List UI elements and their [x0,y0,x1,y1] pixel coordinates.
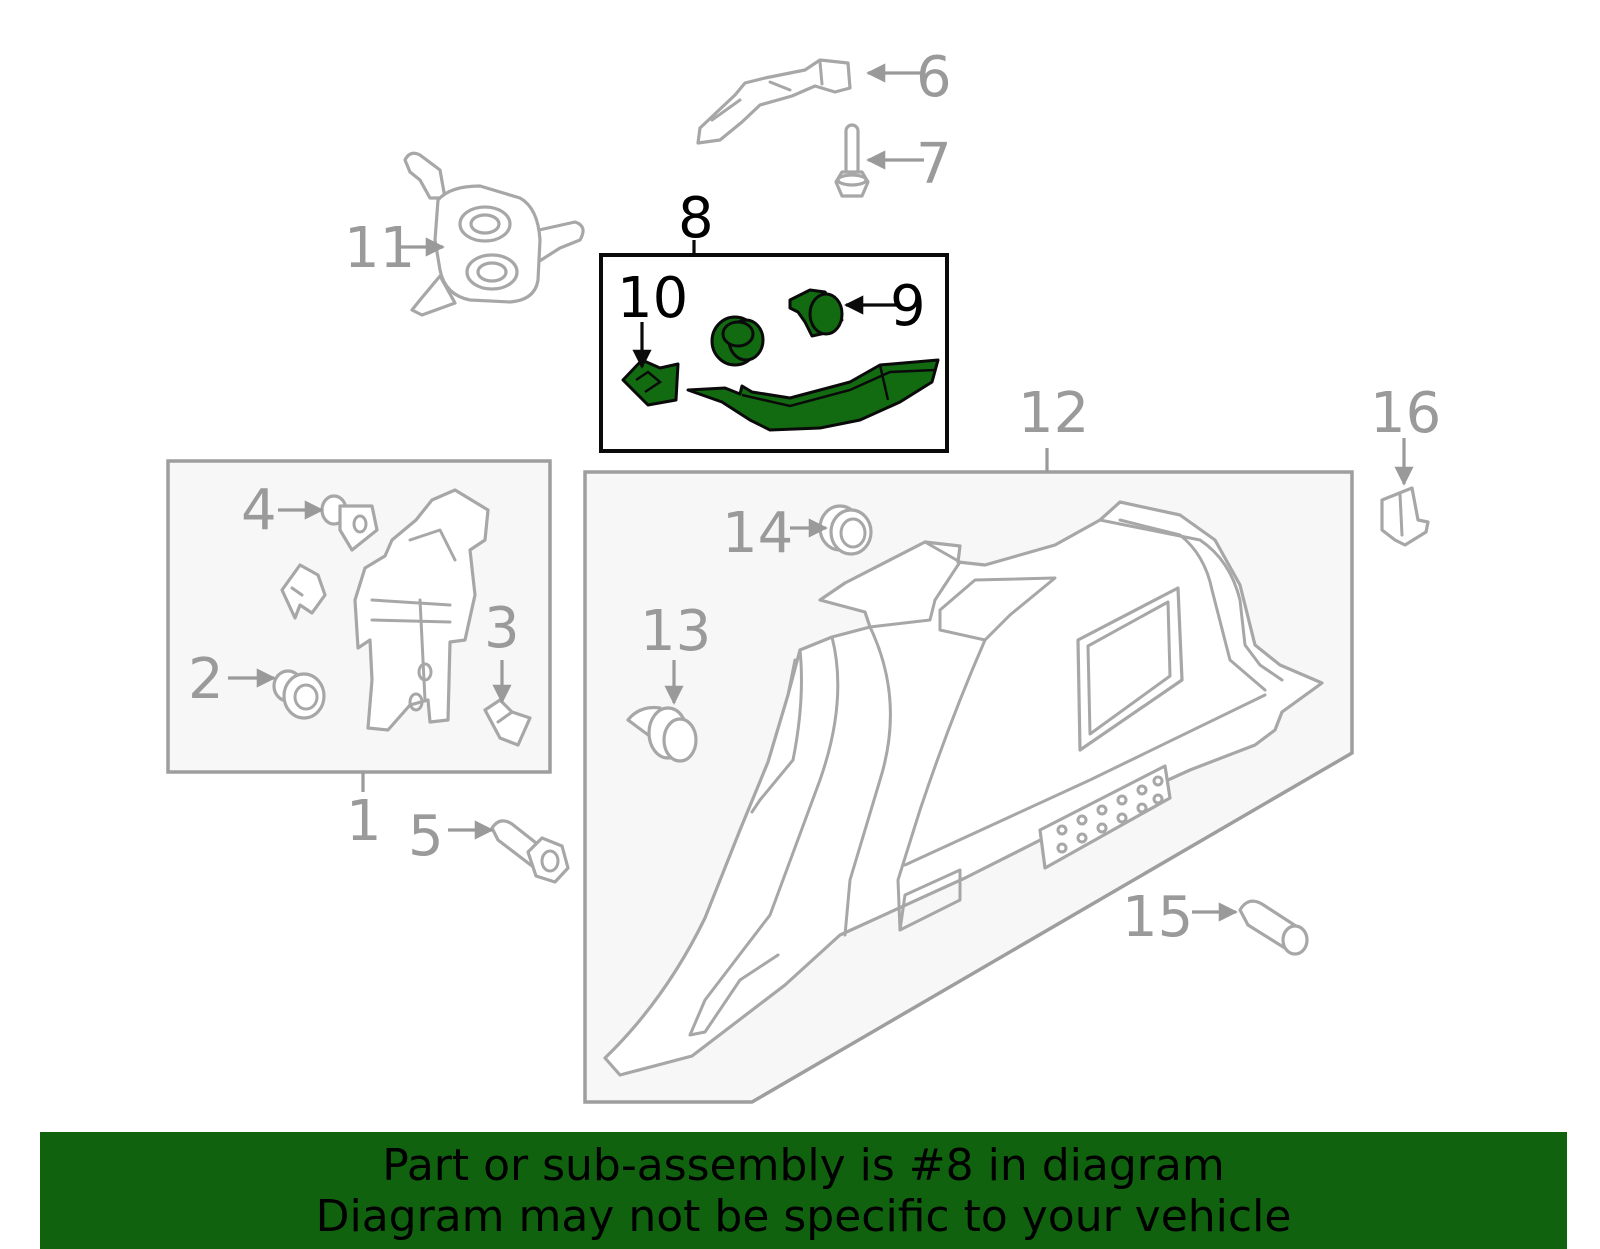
callout-6: 6 [916,45,952,110]
part-16-clip [1380,486,1430,547]
part-15-plug [1238,899,1309,956]
banner-line-2: Diagram may not be specific to your vehi… [315,1191,1292,1242]
callout-2: 2 [188,647,224,712]
callout-labels: 6 7 8 9 10 11 12 16 4 14 3 13 2 1 5 15 [188,45,1441,950]
part-5-bolt [490,819,570,884]
callout-3: 3 [484,596,520,661]
part-9-clip [788,288,844,338]
part-6-bracket [696,58,852,145]
callout-14: 14 [722,501,793,566]
info-banner: Part or sub-assembly is #8 in diagram Di… [40,1132,1567,1249]
part-12-quarter-trim-panel [603,500,1324,1077]
callout-15: 15 [1122,885,1193,950]
part-12-vent-holes [1056,775,1164,854]
part-1-clip [280,563,327,620]
leader-lines [228,63,1414,922]
part-13-pushpin [626,705,698,763]
callout-10: 10 [617,266,688,331]
part-10-grommet [710,315,765,367]
callout-8: 8 [678,186,714,251]
part-1-bracket [353,488,490,732]
banner-line-1: Part or sub-assembly is #8 in diagram [382,1140,1225,1191]
callout-9: 9 [890,274,926,339]
part-8-components [621,358,940,432]
part-11-mount [403,151,585,317]
callout-12: 12 [1018,381,1089,446]
part-4-fastener [320,494,379,552]
callout-4: 4 [241,478,277,543]
callout-16: 16 [1370,381,1441,446]
part-7-bolt [834,123,870,198]
callout-7: 7 [916,132,952,197]
callout-5: 5 [408,804,444,869]
part-2-pushpin [272,669,326,720]
part-14-grommet [818,504,873,556]
callout-1: 1 [346,789,382,854]
callout-11: 11 [344,216,415,281]
callout-13: 13 [640,599,711,664]
